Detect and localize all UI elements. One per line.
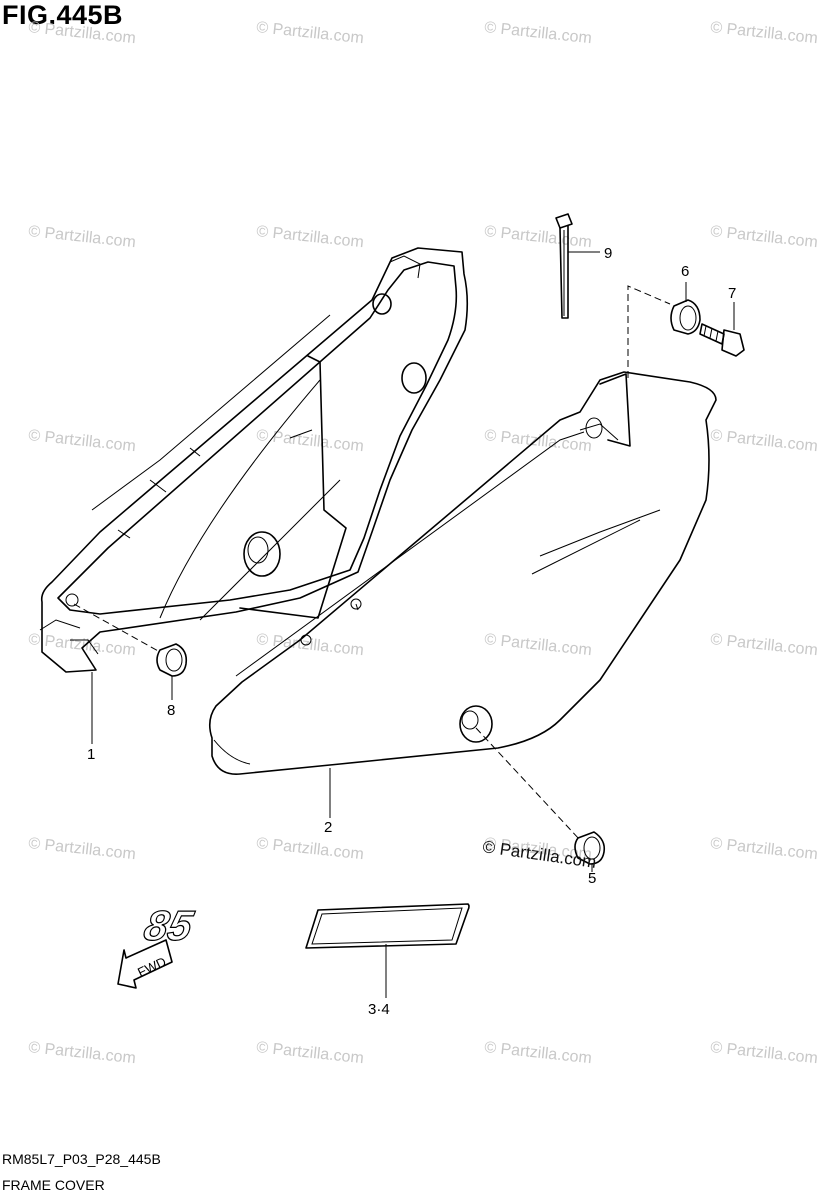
figure-code: RM85L7_P03_P28_445B [2, 1151, 161, 1167]
watermark-text: © Partzilla.com [28, 631, 137, 659]
watermark-text: © Partzilla.com [710, 427, 819, 455]
watermark-text: © Partzilla.com [710, 631, 819, 659]
watermark-text: © Partzilla.com [710, 223, 819, 251]
alignment-lines [73, 285, 671, 841]
watermark-text: © Partzilla.com [256, 631, 365, 659]
part-3-4-emblem[interactable]: 85 [140, 902, 470, 950]
watermark-text: © Partzilla.com [484, 631, 593, 659]
callout-8: 8 [167, 702, 175, 719]
watermark-text: © Partzilla.com [710, 19, 819, 47]
watermark-text: © Partzilla.com [256, 1039, 365, 1067]
leader-lines [91, 251, 735, 998]
watermark-text: © Partzilla.com [28, 427, 137, 455]
callout-2: 2 [324, 819, 332, 836]
figure-title: FIG.445B [2, 0, 124, 30]
watermark-text: © Partzilla.com [256, 19, 365, 47]
watermark-text: © Partzilla.com [710, 835, 819, 863]
watermark-text: © Partzilla.com [28, 1039, 137, 1067]
callout-7: 7 [728, 285, 736, 302]
part-7-bolt[interactable] [699, 323, 745, 357]
watermark-text: © Partzilla.com [484, 1039, 593, 1067]
callout-1: 1 [87, 746, 95, 763]
watermark-text: © Partzilla.com [484, 427, 593, 455]
part-6-grommet[interactable] [670, 299, 701, 335]
part-2-right-frame-cover[interactable] [208, 371, 717, 775]
callout-5: 5 [588, 870, 596, 887]
part-5-grommet[interactable] [574, 831, 606, 865]
watermark-text: © Partzilla.com [256, 835, 365, 863]
part-8-grommet[interactable] [156, 643, 188, 677]
callout-3-4: 3·4 [368, 1001, 390, 1018]
watermark-text: © Partzilla.com [28, 223, 137, 251]
part-1-left-frame-cover[interactable] [39, 247, 469, 673]
figure-name: FRAME COVER [2, 1177, 105, 1193]
watermark-text: © Partzilla.com [28, 19, 137, 47]
watermark-text: © Partzilla.com [256, 223, 365, 251]
emblem-text: 85 [140, 902, 198, 948]
watermark-text: © Partzilla.com [710, 1039, 819, 1067]
watermark-text: © Partzilla.com [484, 19, 593, 47]
part-9-cable-tie[interactable] [555, 213, 573, 319]
watermark-text: © Partzilla.com [484, 223, 593, 251]
fwd-arrow-label: FWD [135, 954, 168, 980]
callout-6: 6 [681, 263, 689, 280]
callout-9: 9 [604, 245, 612, 262]
watermark-text: © Partzilla.com [256, 427, 365, 455]
watermark-text: © Partzilla.com [28, 835, 137, 863]
